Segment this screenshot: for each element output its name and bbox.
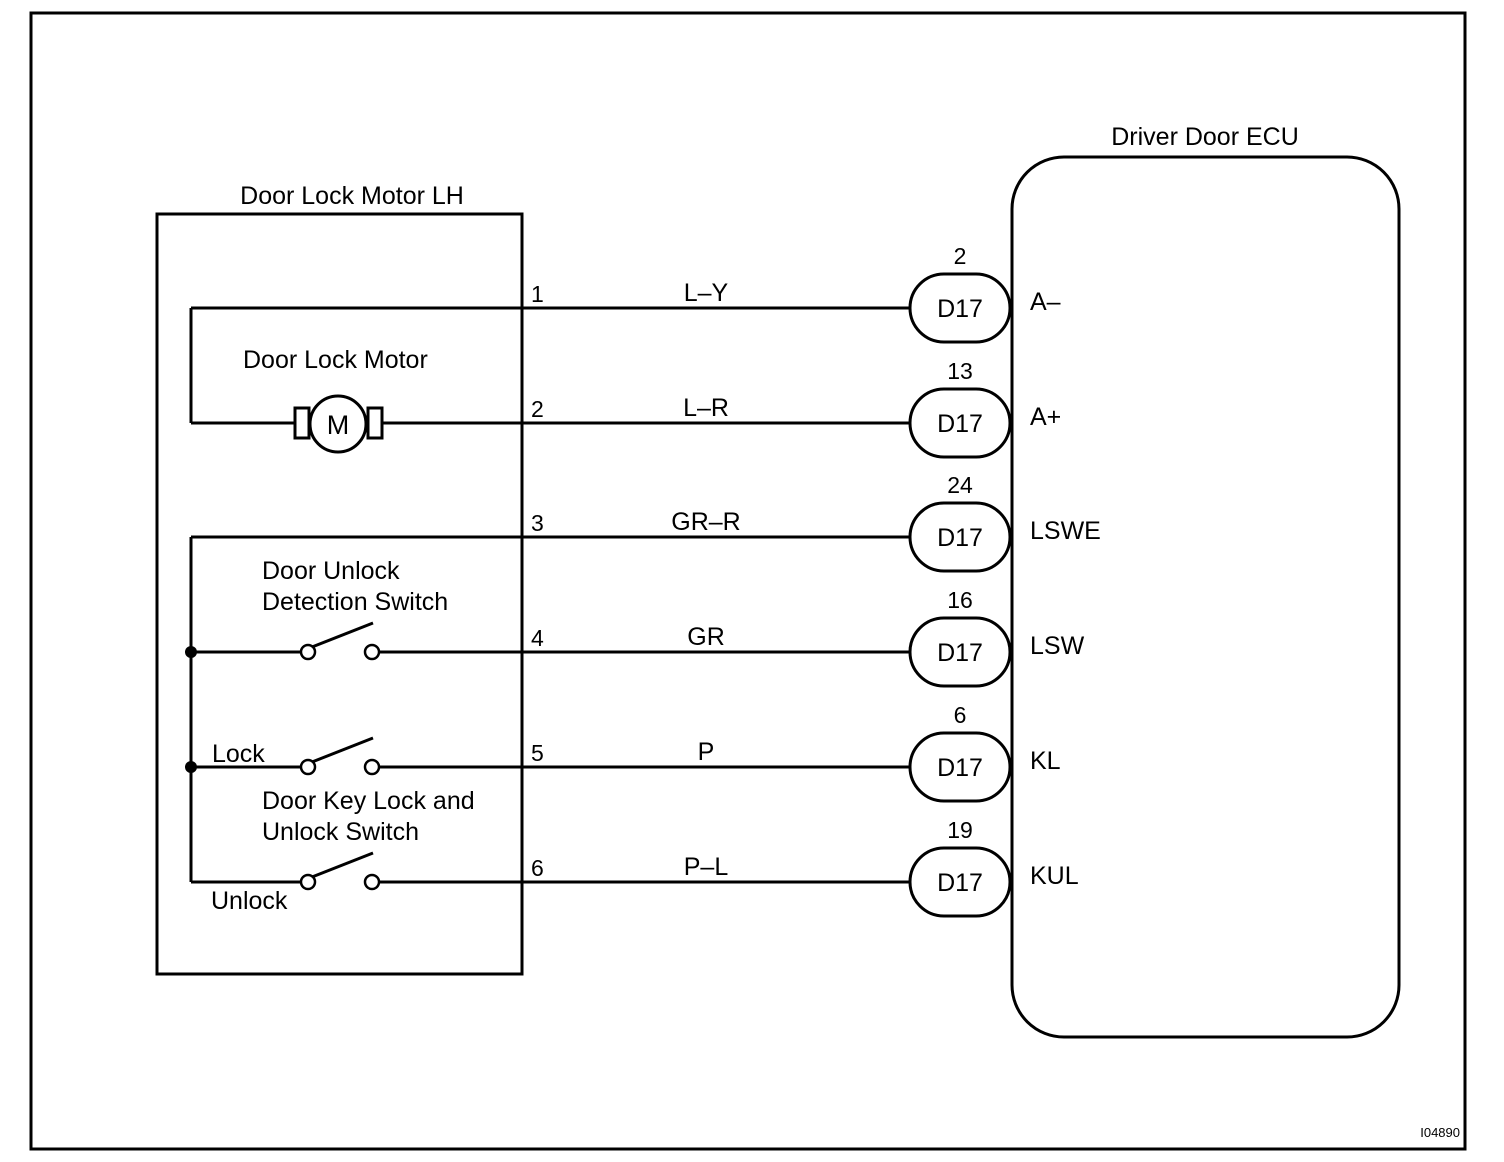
- ecu-pin-number: 2: [954, 243, 967, 269]
- motor-label: Door Lock Motor: [243, 346, 428, 374]
- connector-label: D17: [937, 524, 983, 552]
- motor-pin-number: 1: [531, 281, 544, 307]
- wire-color-code: L–Y: [684, 279, 729, 307]
- wire-row: 5 P D17 6KL: [522, 702, 1061, 803]
- figure-id: I04890: [1420, 1125, 1460, 1140]
- connector-label: D17: [937, 410, 983, 438]
- motor-loop: [189, 306, 522, 425]
- connector-label: D17: [937, 639, 983, 667]
- wire-row: 2 L–R D17 13A+: [522, 358, 1061, 459]
- ecu-pin-number: 16: [947, 587, 973, 613]
- wire-row: 1 L–Y D17 2A–: [522, 243, 1061, 344]
- ecu-pin-number: 24: [947, 472, 973, 498]
- motor-icon: [293, 394, 384, 454]
- ecu-pin-number: 6: [954, 702, 967, 728]
- ecu-terminal: KL: [1030, 747, 1061, 775]
- wire-color-code: L–R: [683, 394, 729, 422]
- motor-box: [155, 212, 524, 976]
- unlock-detection-switch-icon: [191, 621, 522, 661]
- ecu-title: Driver Door ECU: [1111, 123, 1299, 151]
- wire-color-code: GR: [687, 623, 725, 651]
- motor-pin-number: 5: [531, 740, 544, 766]
- connector-d17: [908, 501, 1012, 573]
- wire-color-code: GR–R: [671, 508, 740, 536]
- key-unlock-switch-icon: [191, 851, 522, 891]
- ecu-box: [1010, 155, 1401, 1039]
- ecu-pin-number: 13: [947, 358, 973, 384]
- motor-symbol: M: [327, 410, 350, 440]
- lock-label: Lock: [212, 740, 265, 768]
- wire-color-code: P–L: [684, 853, 729, 881]
- unlock-switch-label-line2: Detection Switch: [262, 588, 448, 616]
- key-lock-switch-icon: [191, 736, 522, 776]
- outer-frame: [29, 11, 1467, 1151]
- unlock-label: Unlock: [211, 887, 288, 915]
- ecu-terminal: A+: [1030, 403, 1061, 431]
- key-switch-label-line2: Unlock Switch: [262, 818, 419, 846]
- connector-label: D17: [937, 754, 983, 782]
- connector-d17: [908, 731, 1012, 803]
- motor-pin-number: 2: [531, 396, 544, 422]
- connector-d17: [908, 272, 1012, 344]
- unlock-switch-label-line1: Door Unlock: [262, 557, 400, 585]
- connector-d17: [908, 846, 1012, 918]
- ecu-terminal: LSW: [1030, 632, 1085, 660]
- motor-pin-number: 6: [531, 855, 544, 881]
- connector-d17: [908, 616, 1012, 688]
- connector-label: D17: [937, 295, 983, 323]
- connector-d17: [908, 387, 1012, 459]
- motor-pin-number: 3: [531, 510, 544, 536]
- ecu-terminal: LSWE: [1030, 517, 1101, 545]
- ecu-terminal: A–: [1030, 288, 1061, 316]
- ecu-pin-number: 19: [947, 817, 973, 843]
- motor-pin-number: 4: [531, 625, 544, 651]
- key-switch-label-line1: Door Key Lock and: [262, 787, 475, 815]
- motor-box-title: Door Lock Motor LH: [240, 182, 464, 210]
- connector-label: D17: [937, 869, 983, 897]
- ecu-terminal: KUL: [1030, 862, 1079, 890]
- wire-color-code: P: [698, 738, 715, 766]
